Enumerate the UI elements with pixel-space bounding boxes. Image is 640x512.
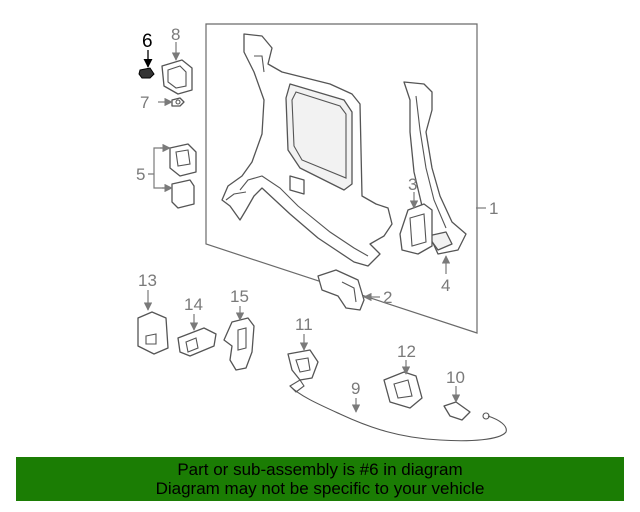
callout-8: 8 (171, 25, 180, 44)
part-15-drawing (223, 317, 255, 371)
part-12-drawing (383, 371, 423, 409)
callout-7: 7 (140, 93, 149, 112)
rear-pillar-drawing (403, 81, 467, 255)
quarter-panel-drawing (221, 33, 393, 267)
callout-2: 2 (383, 288, 392, 307)
part-8-fuel-lid-drawing (161, 59, 193, 95)
banner-line-part-reference: Part or sub-assembly is #6 in diagram (177, 460, 463, 479)
part-9-cable-drawing (289, 379, 507, 442)
callout-1: 1 (489, 199, 498, 218)
part-14-drawing (177, 327, 217, 357)
leader-5 (148, 147, 172, 189)
callout-6: 6 (142, 31, 153, 52)
callout-10: 10 (446, 368, 465, 387)
part-13-drawing (137, 311, 169, 355)
part-7-screw-drawing (171, 97, 185, 107)
part-6-clip-drawing (138, 67, 155, 79)
part-3-bracket-drawing (399, 203, 433, 255)
callout-9: 9 (351, 379, 360, 398)
part-10-drawing (443, 401, 471, 421)
part-2-housing-drawing (317, 269, 365, 311)
callout-3: 3 (408, 175, 417, 194)
callout-5: 5 (136, 165, 145, 184)
callout-13: 13 (138, 271, 157, 290)
callout-14: 14 (184, 295, 203, 314)
callout-4: 4 (441, 276, 450, 295)
callout-12: 12 (397, 342, 416, 361)
part-11-drawing (287, 349, 319, 381)
part-5-pieces-drawing (169, 143, 197, 209)
callout-11: 11 (295, 315, 313, 334)
callout-15: 15 (230, 287, 249, 306)
disclaimer-banner: Part or sub-assembly is #6 in diagram Di… (16, 457, 624, 501)
banner-line-disclaimer: Diagram may not be specific to your vehi… (155, 479, 485, 498)
